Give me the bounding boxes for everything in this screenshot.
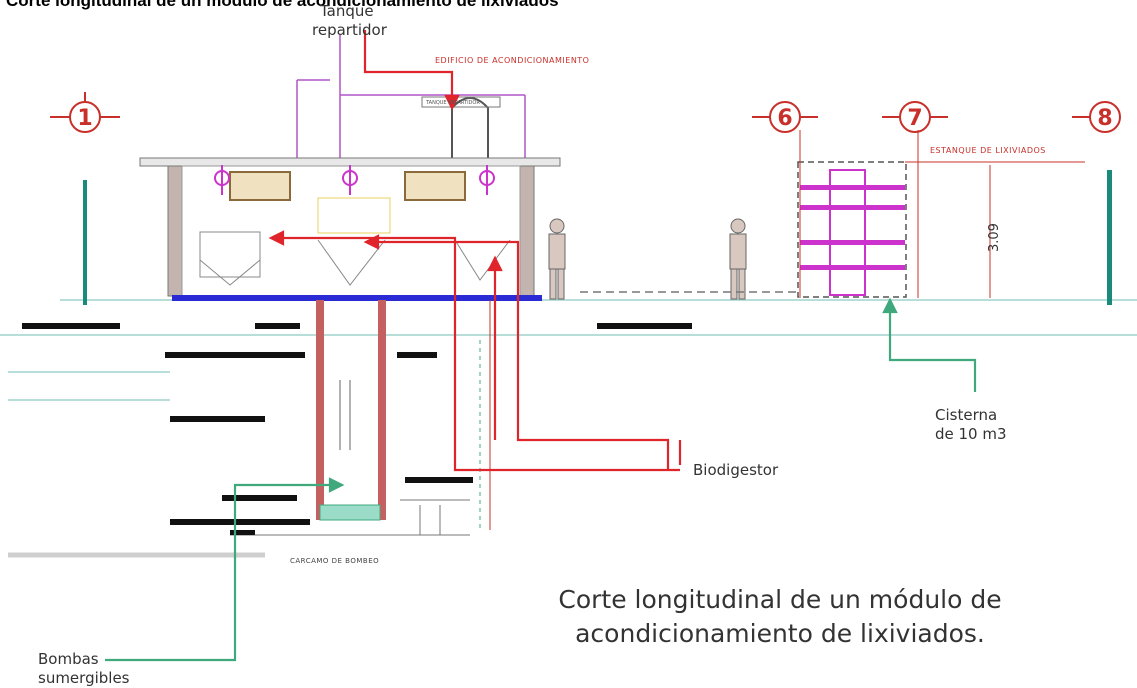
- edificio-label: EDIFICIO DE ACONDICIONAMIENTO: [435, 56, 589, 65]
- person-figure-right: [729, 218, 747, 300]
- valve-symbols: [214, 165, 495, 195]
- axis-label-1: 1: [77, 106, 92, 131]
- building-body: [139, 157, 561, 301]
- estanque-label: ESTANQUE DE LIXIVIADOS: [930, 146, 1046, 155]
- axis-marker-7: 7: [882, 101, 948, 133]
- post-right: [1107, 170, 1112, 305]
- estanque-lixiviados-shape: [580, 130, 1085, 298]
- bombas-annotation: Bombas sumergibles: [38, 650, 130, 687]
- carcamo-pit: [230, 300, 491, 536]
- axis-label-8: 8: [1097, 106, 1112, 131]
- tanque-repartidor-annotation: Tanque repartidor: [312, 2, 387, 39]
- cisterna-annotation: Cisterna de 10 m3: [935, 406, 1007, 443]
- ground-lines: [0, 299, 1137, 401]
- carcamo-label: CARCAMO DE BOMBEO: [290, 557, 379, 565]
- axis-label-7: 7: [907, 106, 922, 131]
- page-title: Corte longitudinal de un módulo de acond…: [6, 0, 559, 10]
- biodigestor-annotation: Biodigestor: [693, 461, 779, 479]
- axis-marker-1: 1: [50, 92, 120, 133]
- axis-marker-6: 6: [752, 101, 818, 133]
- biodigestor-units: [199, 171, 511, 286]
- red-arrows: [268, 30, 682, 472]
- axis-label-6: 6: [777, 106, 792, 131]
- tanque-label-box: [421, 96, 501, 108]
- dimension-label: 3.09: [987, 223, 1002, 252]
- redacted-labels: [22, 323, 692, 535]
- roof-frame-lines: [296, 35, 526, 160]
- tanque-small-label: TANQUE REPARTIDOR: [425, 100, 480, 106]
- person-figure-left: [548, 218, 566, 300]
- green-leader-lines: [105, 297, 977, 662]
- figure-caption: Corte longitudinal de un módulo de acond…: [558, 585, 1002, 648]
- post-left: [83, 180, 87, 305]
- axis-marker-8: 8: [1072, 101, 1121, 133]
